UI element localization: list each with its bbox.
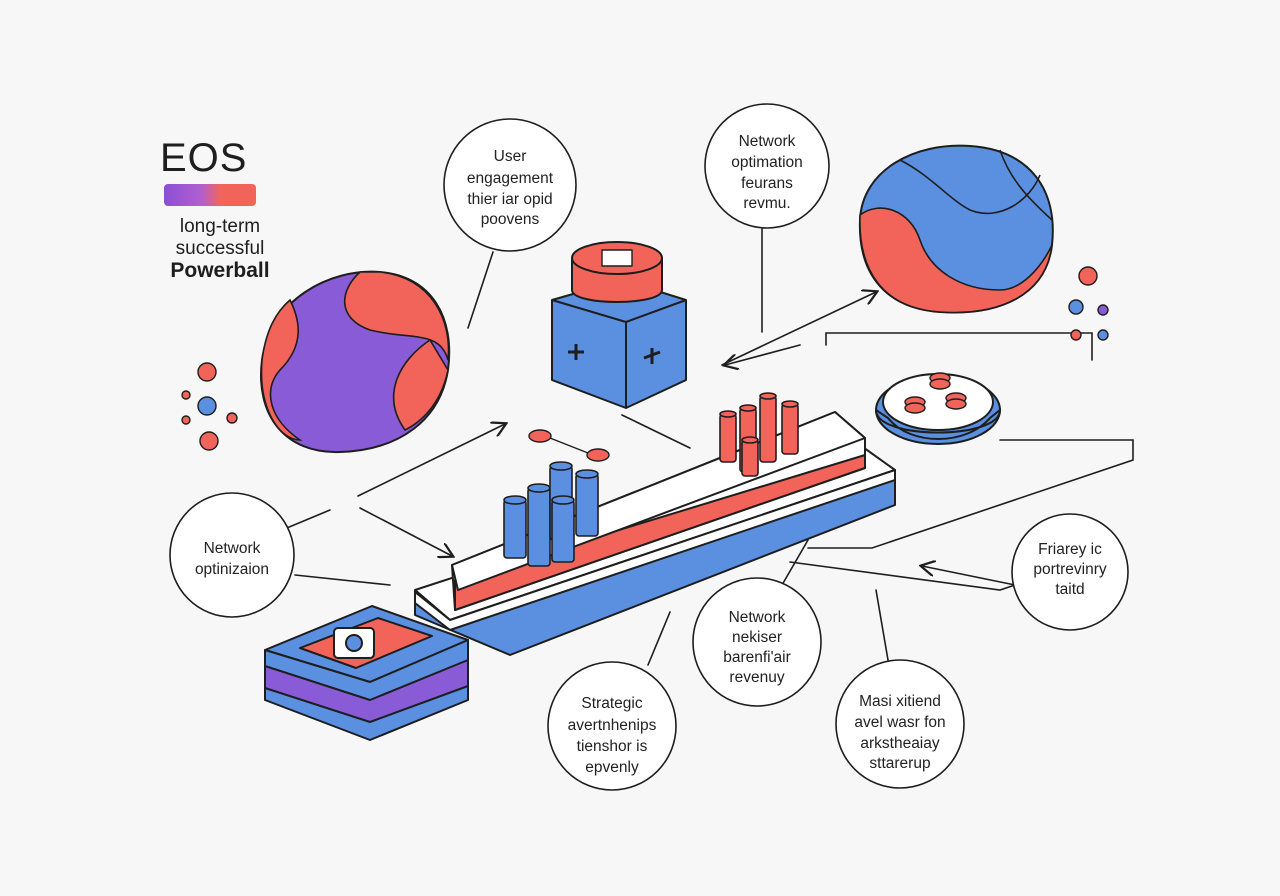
connector-bottom-right [875,589,889,661]
ball-left-icon [260,270,451,454]
connector-network-left-2 [294,574,391,586]
legend: EOS long-term successful Powerball [160,136,300,282]
device-stack-icon [264,605,469,741]
arrow-from-right [922,566,1016,586]
main-board [414,411,896,656]
arrow-to-ball-right [721,292,876,366]
arrow-back [725,344,801,365]
chips [528,429,610,462]
legend-line-3: Powerball [170,259,270,282]
ball-right-icon [858,144,1054,314]
connector-network-left [281,509,331,531]
connector-lines [281,224,1134,666]
route-lower [789,561,1016,591]
legend-line-2: successful [175,238,265,259]
cube-to-board [621,414,691,449]
arrow-to-cube [357,424,505,497]
legend-title: EOS [160,136,248,180]
red-cylinders [719,392,799,477]
server-cube-icon [551,241,687,409]
blue-cylinders [503,461,599,567]
route-top-right [825,332,1093,361]
arrow-to-board [359,507,452,556]
chip-bowl-icon [874,372,1002,445]
connector-user-engagement [467,251,494,329]
route-right [807,439,1134,549]
legend-gradient-bar [164,184,256,206]
dots-right [1068,266,1109,341]
dots-left [181,362,238,451]
connector-strategic [647,611,671,666]
legend-line-1: long-term [179,216,261,237]
